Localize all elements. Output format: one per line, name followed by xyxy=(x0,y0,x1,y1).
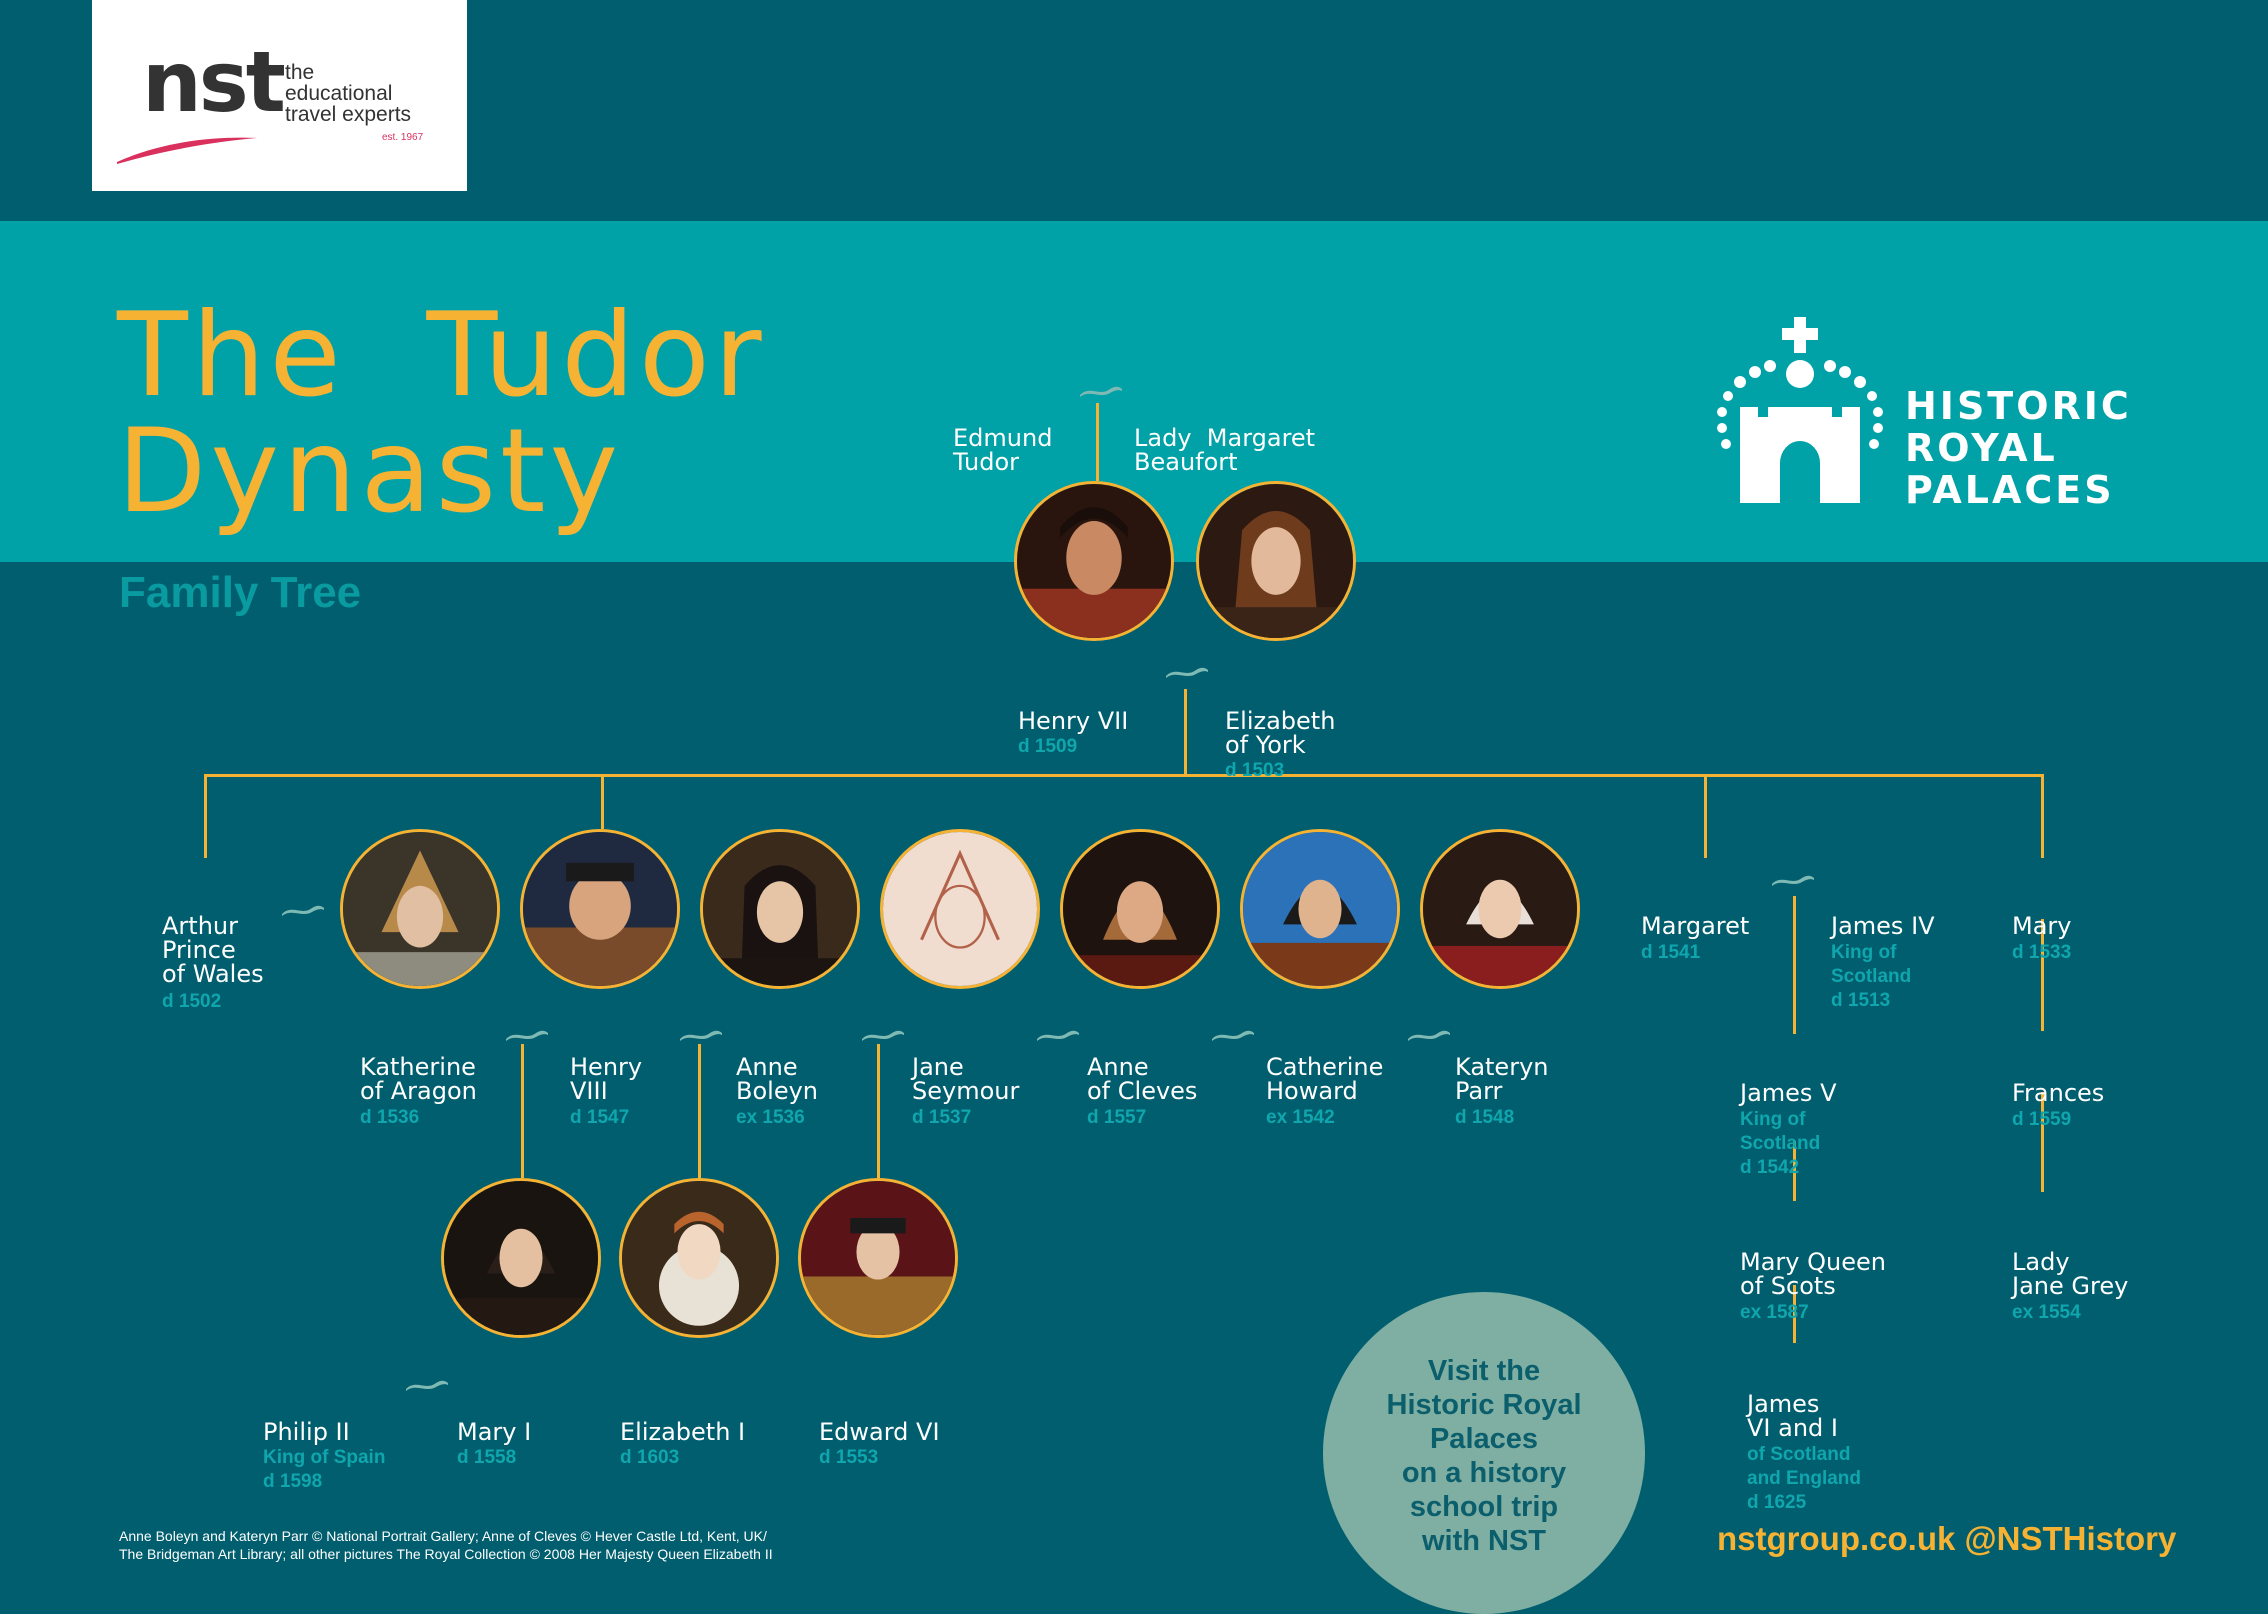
nst-tagline: the educational travel experts xyxy=(285,61,412,126)
portrait-katherine-of-aragon xyxy=(340,829,500,989)
crown-palace-icon xyxy=(1717,317,1883,503)
person-name-elizabeth-i: Elizabeth I xyxy=(620,1418,746,1446)
connector-line xyxy=(2041,1092,2044,1192)
person-date-anne-of-cleves: d 1557 xyxy=(1087,1107,1147,1128)
connector-line xyxy=(601,774,604,829)
portrait-jane-seymour xyxy=(880,829,1040,989)
website-link[interactable]: nstgroup.co.uk @NSTHistory xyxy=(1717,1520,2177,1557)
portrait-anne-of-cleves xyxy=(1060,829,1220,989)
marriage-wave-icon xyxy=(1212,1030,1254,1041)
connector-line xyxy=(1184,689,1187,775)
image-credits: Anne Boleyn and Kateryn Parr © National … xyxy=(119,1528,773,1562)
person-date-jane-seymour: d 1537 xyxy=(912,1107,972,1128)
person-name-mary-i: Mary I xyxy=(457,1418,532,1446)
portrait-henry-vii xyxy=(1014,481,1174,641)
person-name-henry-vii: Henry VII xyxy=(1018,707,1129,735)
connector-line xyxy=(521,1044,524,1178)
person-date-arthur: d 1502 xyxy=(162,991,222,1012)
cta-text: Visit the Historic Royal Palaces on a hi… xyxy=(1386,1355,1582,1557)
marriage-wave-icon xyxy=(680,1030,722,1041)
connector-line xyxy=(1793,1285,1796,1343)
person-date-anne-boleyn: ex 1536 xyxy=(736,1107,805,1128)
portrait-kateryn-parr xyxy=(1420,829,1580,989)
marriage-wave-icon xyxy=(862,1030,904,1041)
person-date-kateryn-parr: d 1548 xyxy=(1455,1107,1515,1128)
person-date-mary-i: d 1558 xyxy=(457,1447,517,1468)
portrait-henry-viii xyxy=(520,829,680,989)
connector-line xyxy=(1704,774,1707,858)
connector-line xyxy=(877,1044,880,1178)
connector-line xyxy=(1096,403,1099,481)
person-date-mary-tudor: d 1533 xyxy=(2012,942,2072,963)
nst-logo[interactable]: nst the educational travel experts est. … xyxy=(92,0,467,191)
person-date-mary-queen-of-scots: ex 1587 xyxy=(1740,1302,1809,1323)
person-date-elizabeth-i: d 1603 xyxy=(620,1447,680,1468)
person-date-frances: d 1559 xyxy=(2012,1109,2072,1130)
person-name-edward-vi: Edward VI xyxy=(819,1418,940,1446)
connector-line xyxy=(1793,896,1796,1034)
person-name-frances: Frances xyxy=(2012,1079,2105,1107)
marriage-wave-icon xyxy=(1408,1030,1450,1041)
person-name-philip-ii: Philip II xyxy=(263,1418,350,1446)
marriage-wave-icon xyxy=(1166,667,1208,678)
connector-line xyxy=(204,774,207,858)
nst-established: est. 1967 xyxy=(382,132,424,143)
page-title: The Tudor Dynasty xyxy=(117,288,766,539)
connector-line xyxy=(204,774,2044,777)
connector-line xyxy=(698,1044,701,1178)
person-date-catherine-howard: ex 1542 xyxy=(1266,1107,1335,1128)
marriage-wave-icon xyxy=(506,1030,548,1041)
person-date-lady-jane-grey: ex 1554 xyxy=(2012,1302,2081,1323)
visit-cta-circle[interactable]: Visit the Historic Royal Palaces on a hi… xyxy=(1323,1292,1645,1614)
portrait-elizabeth-i xyxy=(619,1178,779,1338)
marriage-wave-icon xyxy=(406,1380,448,1391)
connector-line xyxy=(2041,919,2044,1031)
portrait-edward-vi xyxy=(798,1178,958,1338)
person-date-katherine-of-aragon: d 1536 xyxy=(360,1107,420,1128)
page-subtitle: Family Tree xyxy=(119,568,362,617)
portrait-catherine-howard xyxy=(1240,829,1400,989)
hrp-wordmark: HISTORIC ROYAL PALACES xyxy=(1905,384,2132,512)
person-date-henry-viii: d 1547 xyxy=(570,1107,630,1128)
connector-line xyxy=(2041,774,2044,858)
person-name-mary-tudor: Mary xyxy=(2012,912,2072,940)
marriage-wave-icon xyxy=(282,905,324,916)
person-date-edward-vi: d 1553 xyxy=(819,1447,879,1468)
person-date-elizabeth-of-york: d 1503 xyxy=(1225,760,1285,781)
marriage-wave-icon xyxy=(1080,386,1122,397)
person-name-james-iv: James IV xyxy=(1831,912,1935,940)
portrait-mary-i xyxy=(441,1178,601,1338)
person-date-henry-vii: d 1509 xyxy=(1018,736,1078,757)
swoosh-icon xyxy=(117,137,257,164)
person-date-margaret: d 1541 xyxy=(1641,942,1701,963)
nst-wordmark: nst xyxy=(142,33,286,131)
marriage-wave-icon xyxy=(1037,1030,1079,1041)
marriage-wave-icon xyxy=(1772,875,1814,886)
person-name-margaret: Margaret xyxy=(1641,912,1750,940)
connector-line xyxy=(1793,1141,1796,1201)
portrait-elizabeth-of-york xyxy=(1196,481,1356,641)
portrait-anne-boleyn xyxy=(700,829,860,989)
person-name-james-v: James V xyxy=(1740,1079,1837,1107)
